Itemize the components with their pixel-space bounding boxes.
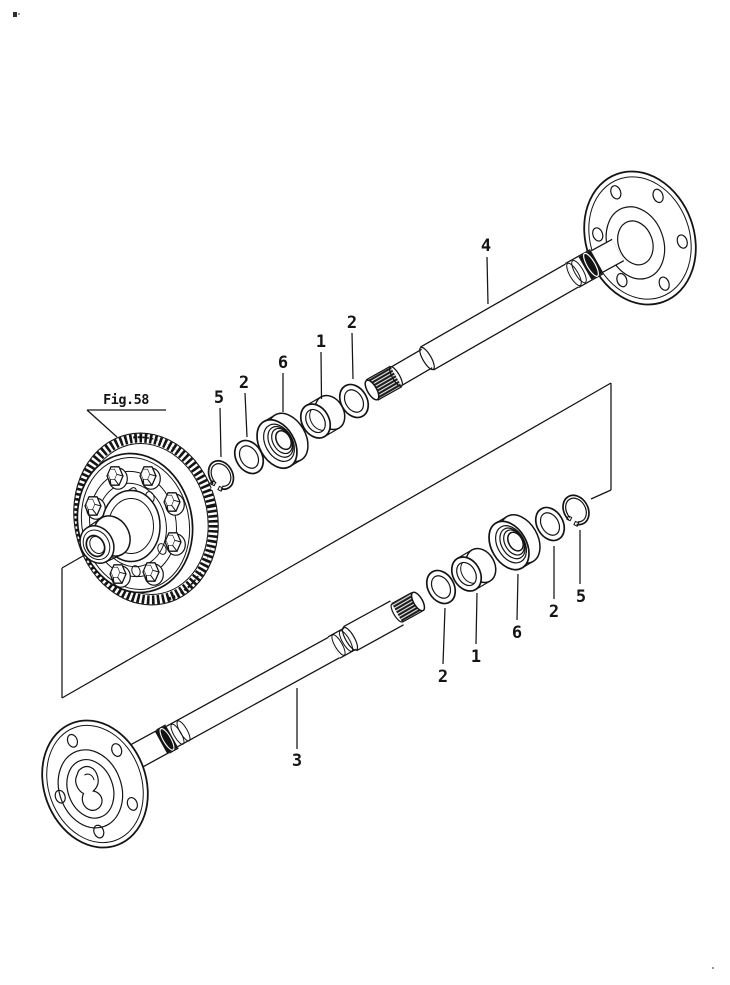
callout-label: 6 [512,623,522,643]
callout-lower-snap-ring: 5 [576,530,586,607]
bolt-hole [93,824,105,839]
lower-outer-washer [534,506,566,542]
bolt-hole [652,188,664,204]
lower-axle-shaft [113,591,426,777]
callout-upper-shaft: 4 [481,236,491,305]
callout-label: 5 [214,388,224,408]
upper-wheel-flange [583,170,697,306]
bolt-hole [592,227,604,242]
callout-label: 6 [278,353,288,373]
hub-keyhole-detail [75,765,103,811]
face-hole [131,565,141,577]
lower-snap-ring [562,494,590,529]
callout-upper-snap-ring: 5 [214,388,224,458]
snap-ring-tab [573,520,580,527]
lower-wheel-flange [41,719,149,849]
bolt-hole [616,272,628,288]
callout-upper-washer-inner: 2 [347,313,357,380]
callout-label: 2 [239,373,249,393]
figure-label-group: Fig.58 [86,392,166,438]
callout-lower-bearing: 6 [512,573,522,643]
lower-inner-washer [425,569,457,605]
callout-upper-bearing: 6 [278,353,288,412]
upper-axle-shaft [364,238,625,401]
callout-label: 1 [471,647,481,667]
callout-lower-washer-outer: 2 [549,546,559,622]
upper-snap-ring [207,459,235,494]
callout-label: 1 [316,332,326,352]
snap-ring-tab [217,485,224,492]
bolt-hole [658,276,670,291]
callout-label: 2 [438,667,448,687]
callout-lower-collar: 1 [471,592,481,667]
callout-label: 3 [292,751,302,771]
bolt-hole [111,743,123,757]
callout-upper-washer-outer: 2 [239,373,249,438]
callout-lower-washer-inner: 2 [438,607,448,687]
figure-label: Fig.58 [103,392,149,408]
differential-gear-assembly [73,432,219,606]
print-artifact-corner-2 [18,13,20,15]
callout-upper-collar: 1 [316,332,326,400]
callout-label: 2 [549,602,559,622]
callout-label: 5 [576,587,586,607]
bolt-hole [126,796,138,811]
callout-label: 4 [481,236,491,256]
lower-collar [450,547,497,592]
bolt-hole [676,234,688,249]
print-artifact-corner [13,12,17,17]
hub-keyhole-detail [84,773,95,781]
bolt-hole [66,733,79,748]
upper-bearing [256,412,309,470]
bolt-hole [610,185,622,200]
upper-inner-washer [338,383,370,419]
print-artifact-dot [712,967,714,969]
callout-lower-shaft: 3 [292,688,302,771]
callout-label: 2 [347,313,357,333]
snap-ring-tab [210,480,217,487]
snap-ring-tab [566,515,573,522]
face-hole [157,543,167,555]
lower-bearing [488,514,541,571]
